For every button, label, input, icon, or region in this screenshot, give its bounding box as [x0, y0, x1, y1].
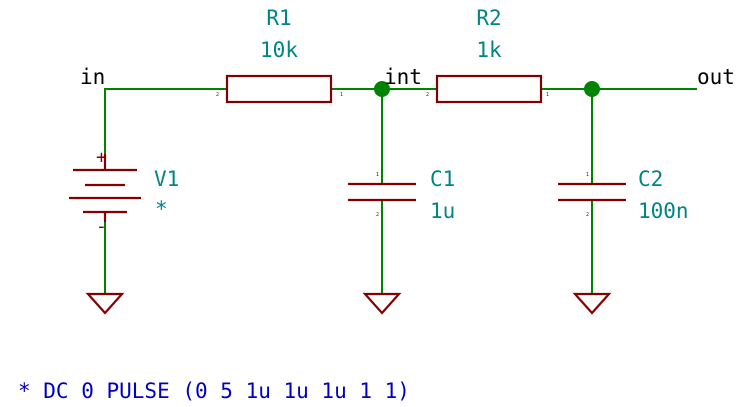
capacitor-c2[interactable]: C2 100n 1 2	[558, 167, 689, 223]
capacitor-c2-pin-2: 2	[586, 212, 589, 218]
resistor-r1[interactable]: R1 10k 2 1	[216, 6, 343, 104]
resistor-r1-pin-2: 2	[216, 92, 219, 98]
resistor-r2-body	[435, 74, 543, 104]
capacitor-c1[interactable]: C1 1u 1 2	[348, 167, 455, 223]
net-label-int: int	[384, 65, 422, 89]
wire-in-to-r1	[104, 88, 227, 154]
junction-out	[584, 81, 600, 97]
battery-plus-sign: +	[96, 147, 107, 168]
voltage-source-v1[interactable]: + - V1 *	[69, 147, 179, 237]
spice-directive: * DC 0 PULSE (0 5 1u 1u 1u 1 1)	[18, 379, 410, 403]
voltage-source-v1-value: *	[155, 197, 168, 221]
capacitor-c1-value: 1u	[430, 199, 455, 223]
resistor-r2-value: 1k	[476, 38, 502, 62]
capacitor-c2-value: 100n	[638, 199, 689, 223]
resistor-r1-pin-1: 1	[340, 92, 343, 98]
capacitor-c1-pin-2: 2	[376, 212, 379, 218]
resistor-r2[interactable]: R2 1k 2 1	[426, 6, 549, 104]
ground-symbol-v1	[85, 292, 125, 315]
voltage-source-v1-ref: V1	[154, 167, 179, 191]
wires	[104, 88, 697, 294]
resistor-r1-ref: R1	[266, 6, 291, 30]
junction-int	[374, 81, 390, 97]
capacitor-c1-pin-1: 1	[376, 172, 379, 178]
capacitor-c2-ref: C2	[638, 167, 663, 191]
resistor-r2-pin-2: 2	[426, 92, 429, 98]
battery-minus-sign: -	[96, 216, 107, 237]
resistor-r1-body	[225, 74, 333, 104]
ground-icon	[85, 292, 125, 315]
resistor-r2-ref: R2	[476, 6, 501, 30]
net-label-in: in	[80, 65, 105, 89]
resistor-r1-value: 10k	[260, 38, 298, 62]
resistor-r2-pin-1: 1	[546, 92, 549, 98]
ground-icon	[362, 292, 402, 315]
ground-icon	[572, 292, 612, 315]
capacitor-c1-ref: C1	[430, 167, 455, 191]
capacitor-c2-pin-1: 1	[586, 172, 589, 178]
ground-symbol-c1	[362, 292, 402, 315]
ground-symbol-c2	[572, 292, 612, 315]
net-label-out: out	[697, 65, 735, 89]
